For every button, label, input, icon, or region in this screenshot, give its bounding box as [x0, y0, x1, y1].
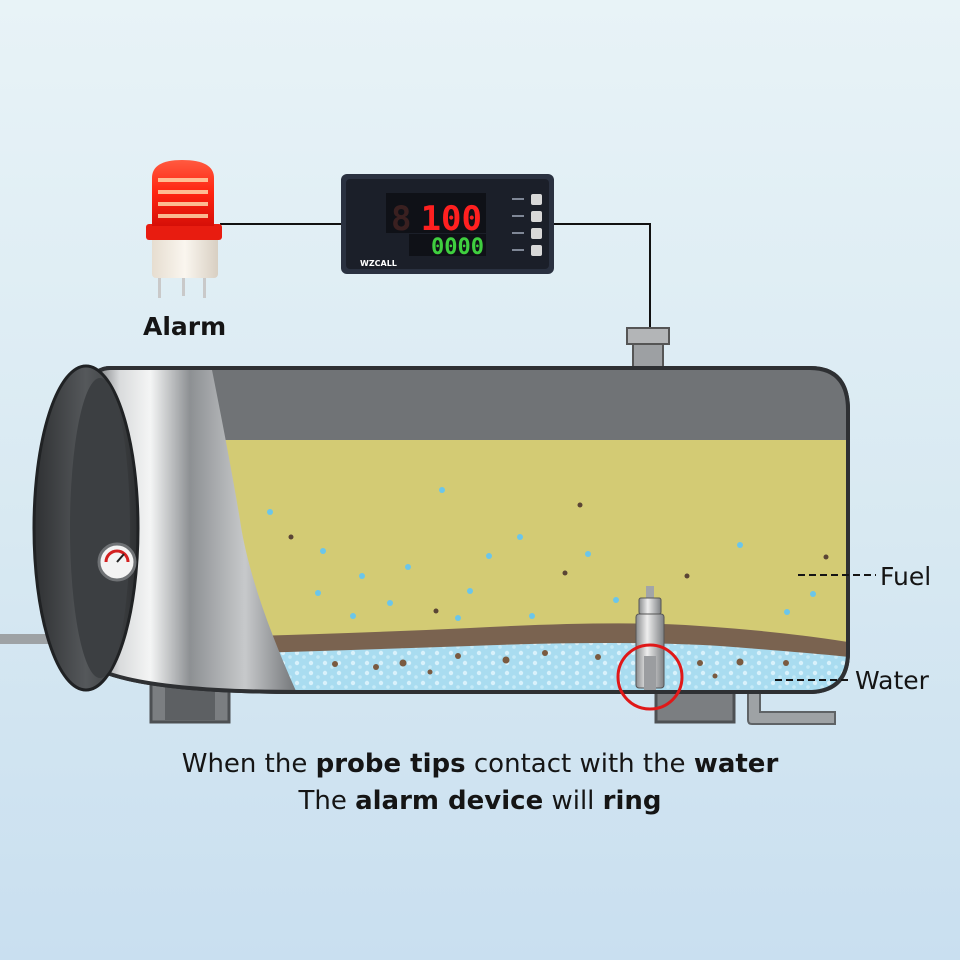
caption-line-1: When the probe tips contact with the wat… — [0, 746, 960, 783]
tank-endcap — [32, 364, 140, 692]
fuel-label: Fuel — [880, 562, 932, 591]
pressure-gauge-icon — [97, 542, 137, 582]
leader-lines — [775, 574, 876, 681]
caption-line2-bold2: ring — [602, 786, 662, 816]
controller-top-ghost: 8 — [391, 199, 411, 239]
tank-body — [80, 366, 850, 694]
steel-shell — [82, 370, 300, 692]
caption-line2-part1: The — [298, 786, 356, 816]
controller-top-display: 100 — [421, 199, 482, 239]
alarm-beacon-icon — [146, 160, 222, 298]
caption: When the probe tips contact with the wat… — [0, 746, 960, 820]
caption-line1-part1: When the — [181, 749, 316, 779]
caption-line-2: The alarm device will ring — [0, 783, 960, 820]
alarm-label: Alarm — [143, 312, 227, 341]
level-probe-icon — [616, 586, 684, 711]
digital-controller: 100 8 0000 WZCALL — [341, 174, 554, 274]
controller-brand: WZCALL — [360, 259, 397, 268]
caption-line1-part2: contact with the — [465, 749, 694, 779]
caption-line1-bold2: water — [693, 749, 779, 779]
caption-line2-part2: will — [543, 786, 603, 816]
controller-buttons — [531, 194, 542, 256]
controller-bottom-display: 0000 — [431, 235, 484, 260]
caption-line1-bold1: probe tips — [315, 749, 466, 779]
probe-tip-highlight — [616, 643, 684, 711]
caption-line2-bold1: alarm device — [355, 786, 544, 816]
water-label: Water — [855, 666, 929, 695]
tank-nozzle — [626, 327, 670, 371]
